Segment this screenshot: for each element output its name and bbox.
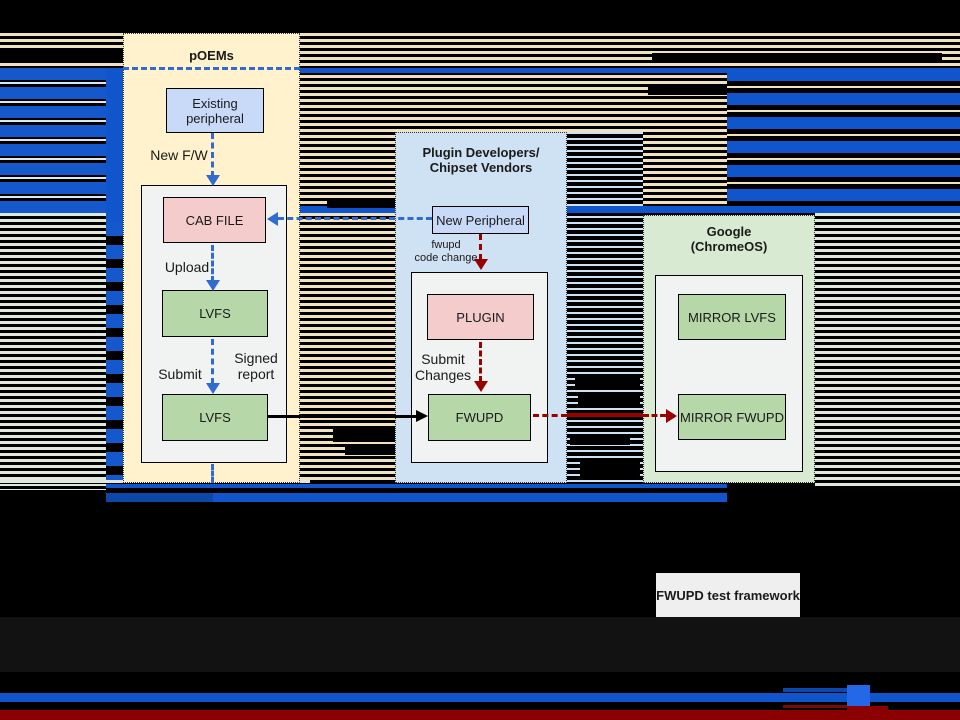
arrow-fwupd-to-mirror-head — [666, 409, 677, 423]
glitch-green-right-band — [815, 213, 960, 487]
glitch-lightblue-gap-band — [567, 132, 643, 483]
glitch-black-bar — [570, 434, 630, 445]
arrow-newperipheral-to-cab-line — [278, 217, 432, 220]
arrow-newperipheral-to-container-head — [474, 259, 488, 270]
arrow-newperipheral-to-cab-head — [267, 212, 278, 226]
glitch-black-bar — [648, 85, 727, 95]
label-new-fw: New F/W — [150, 147, 208, 163]
glitch-black-bar — [0, 50, 123, 62]
node-lvfs-upper: LVFS — [162, 290, 268, 337]
glitch-dark-band — [0, 617, 960, 672]
arrow-cab-to-lvfs-head — [206, 280, 220, 291]
arrow-plugin-to-fwupd-head — [474, 381, 488, 392]
arrow-lvfs-to-lvfs-head — [206, 383, 220, 394]
node-mirror-lvfs: MIRROR LVFS — [678, 294, 786, 340]
label-submit: Submit — [158, 366, 202, 382]
label-fwupd-code-change: fwupd code change — [414, 239, 478, 264]
label-upload: Upload — [164, 259, 210, 275]
glitch-blue-hairline — [783, 688, 847, 692]
glitch-red-line-segment — [567, 413, 643, 417]
arrow-fwupd-to-mirror-line-right — [643, 414, 666, 417]
arrow-cab-to-lvfs-line — [211, 245, 214, 282]
arrow-lvfs-to-lvfs-line — [211, 339, 214, 384]
glitch-red-blob — [847, 706, 888, 712]
glitch-blue-column — [106, 68, 123, 222]
node-mirror-fwupd: MIRROR FWUPD — [678, 394, 786, 440]
lane-title-plugin-developers: Plugin Developers/ Chipset Vendors — [422, 145, 540, 175]
node-cab-file: CAB FILE — [163, 197, 266, 243]
arrow-existing-to-cab-line — [211, 133, 214, 177]
glitch-red-hairline — [783, 705, 847, 708]
glitch-black-bar — [327, 198, 395, 208]
node-plugin: PLUGIN — [427, 294, 534, 340]
glitch-blue-thick-bar — [106, 493, 727, 502]
lane-title-poems: pOEMs — [189, 48, 234, 63]
glitch-blue-left-band — [0, 68, 106, 213]
node-fwupd-test-framework: FWUPD test framework — [656, 573, 800, 617]
lane-title-google-chromeos: Google (ChromeOS) — [690, 224, 768, 254]
glitch-red-footer-bar — [0, 710, 960, 720]
arrow-lvfs-to-fwupd-line — [268, 415, 416, 418]
glitch-tan-band-gap — [300, 213, 397, 483]
node-existing-peripheral: Existing peripheral — [166, 88, 264, 133]
arrow-existing-to-cab-head — [206, 175, 220, 186]
glitch-black-bar — [345, 444, 397, 455]
label-submit-changes: Submit Changes — [414, 351, 472, 383]
glitch-green-left-band — [0, 213, 106, 490]
glitch-blue-thin-bar — [106, 484, 727, 488]
glitch-black-bar — [575, 378, 640, 387]
arrow-plugin-to-fwupd-line — [479, 342, 482, 382]
glitch-black-bar — [580, 462, 640, 480]
node-lvfs-lower: LVFS — [162, 394, 268, 441]
glitch-blue-dash-column — [106, 222, 123, 483]
glitch-blue-line-top — [300, 68, 960, 73]
node-new-peripheral: New Peripheral — [432, 206, 529, 234]
glitch-black-bar — [578, 394, 640, 405]
poems-exit-dashed-line — [211, 464, 214, 483]
glitch-blue-line-mid — [300, 206, 960, 213]
arrow-fwupd-to-mirror-line-left — [533, 414, 567, 417]
arrow-newperipheral-to-container-line — [479, 234, 482, 260]
label-signed-report: Signed report — [234, 350, 278, 382]
glitch-black-bar — [333, 428, 397, 442]
glitch-blue-footer-bar — [0, 693, 960, 702]
glitch-blue-thick-bar-dark — [106, 493, 213, 502]
arrow-lvfs-to-fwupd-head — [416, 410, 428, 422]
node-fwupd: FWUPD — [428, 394, 531, 441]
glitch-black-bar — [652, 53, 942, 62]
glitch-blue-square — [847, 685, 870, 706]
glitch-blue-right-band — [727, 69, 960, 213]
poems-lane-divider-dashed-line — [123, 67, 300, 70]
